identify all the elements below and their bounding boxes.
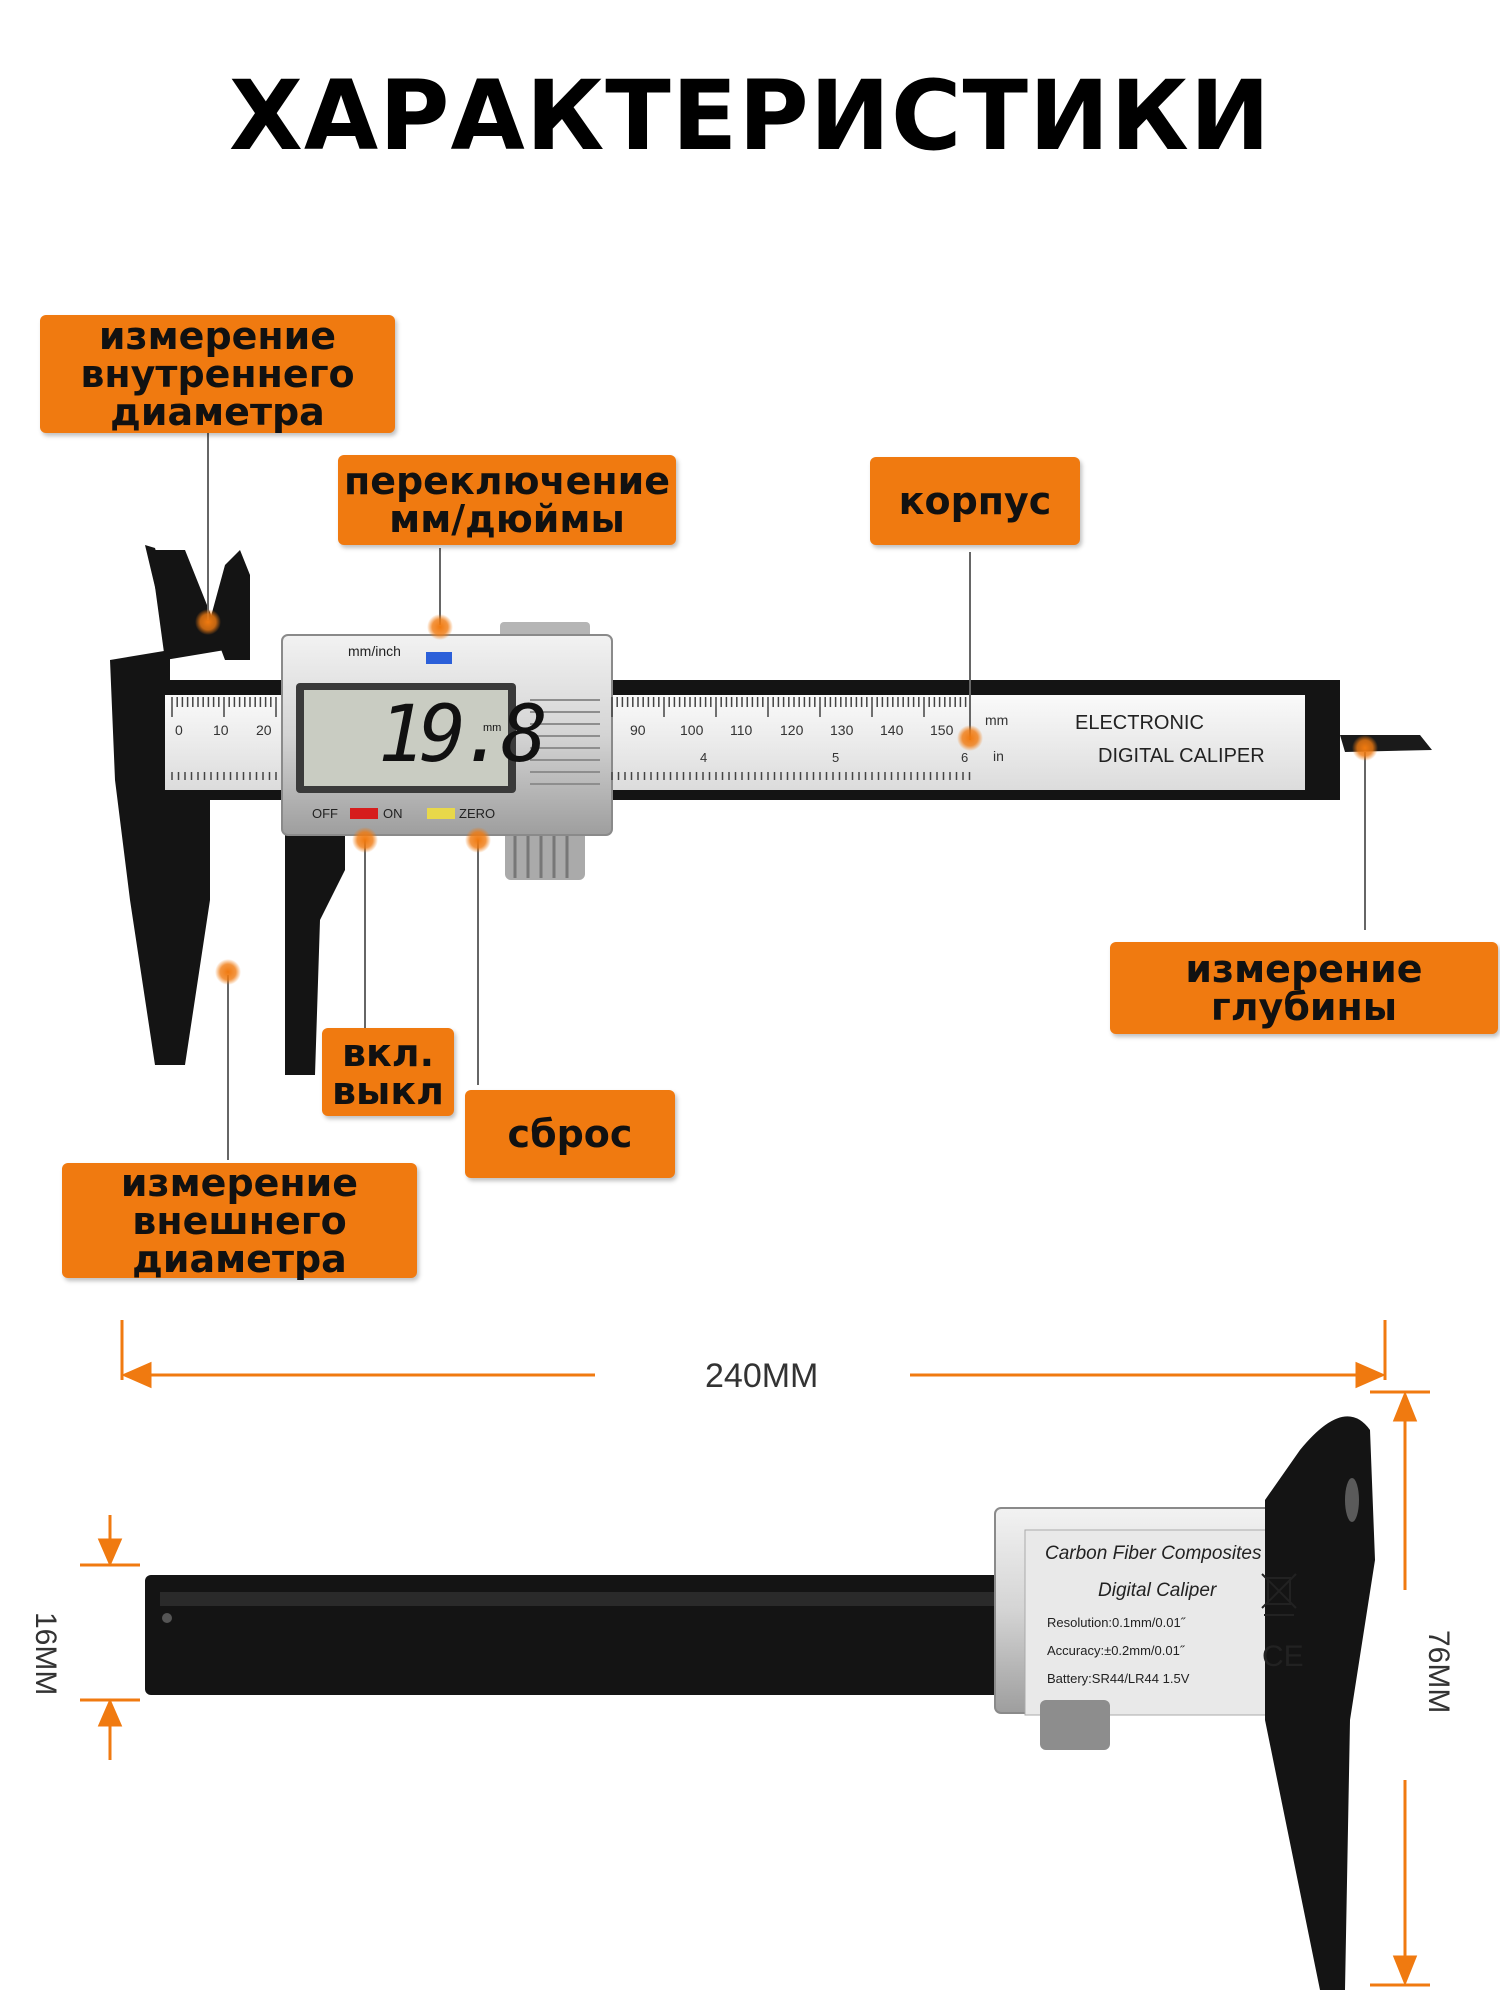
scale-in-unit: in [993,748,1004,764]
label-on-off: вкл. выкл [322,1028,454,1116]
off-label: OFF [312,806,338,821]
brand-line-2: DIGITAL CALIPER [1098,745,1265,767]
label-reset: сброс [465,1090,675,1178]
lcd-value: 19.8 [378,690,548,780]
scale-inch-number: 4 [700,750,708,765]
brand-line-1: ELECTRONIC [1075,712,1204,734]
fixed-inner-jaw-upper [145,545,185,650]
scale-inch-number: 5 [832,750,840,765]
label-inner-diameter: измерение внутреннего диаметра [40,315,395,433]
top-caliper [110,432,1432,1160]
scale-inch-number: 6 [961,750,969,765]
on-off-button [350,808,378,819]
zero-button [427,808,455,819]
beam-end [1300,680,1340,800]
ce-mark: CE [1262,1640,1304,1673]
moving-inner-jaw [210,550,250,660]
scale-number: 0 [175,722,183,738]
lcd-glass [304,690,508,786]
label-unit-switch: переключение мм/дюймы [338,455,676,545]
unit-label: mm/inch [348,643,401,659]
scale-number: 130 [830,722,854,738]
scale-number: 90 [630,722,646,738]
scale-mm-unit: mm [985,712,1009,728]
side-jaw [1265,1416,1375,1990]
side-accuracy: Accuracy:±0.2mm/0.01˝ [1047,1643,1185,1658]
scale-number: 10 [213,722,229,738]
label-depth: измерение глубины [1110,942,1498,1034]
side-resolution: Resolution:0.1mm/0.01˝ [1047,1615,1186,1630]
side-battery: Battery:SR44/LR44 1.5V [1047,1671,1190,1686]
unit-switch-button [426,652,452,664]
thickness-dimension: 16MM [29,1612,62,1696]
side-line-2: Digital Caliper [1098,1580,1217,1601]
bottom-caliper [80,1320,1430,1990]
on-label: ON [383,806,403,821]
scale-number: 120 [780,722,804,738]
scale-number: 110 [730,722,753,738]
page-title: ХАРАКТЕРИСТИКИ [228,60,1272,172]
side-line-1: Carbon Fiber Composites [1045,1543,1262,1564]
label-outer-diameter: измерение внешнего диаметра [62,1163,417,1278]
length-dimension: 240MM [705,1357,819,1395]
zero-label: ZERO [459,806,496,821]
scale-number: 150 [930,722,954,738]
moving-jaw [285,800,345,1075]
height-dimension: 76MM [1422,1630,1455,1714]
label-body: корпус [870,457,1080,545]
scale-number: 140 [880,722,904,738]
lcd-unit: mm [483,722,502,734]
scale-number: 20 [256,722,272,738]
scale-number: 100 [680,722,704,738]
thumb-wheel [505,830,585,880]
